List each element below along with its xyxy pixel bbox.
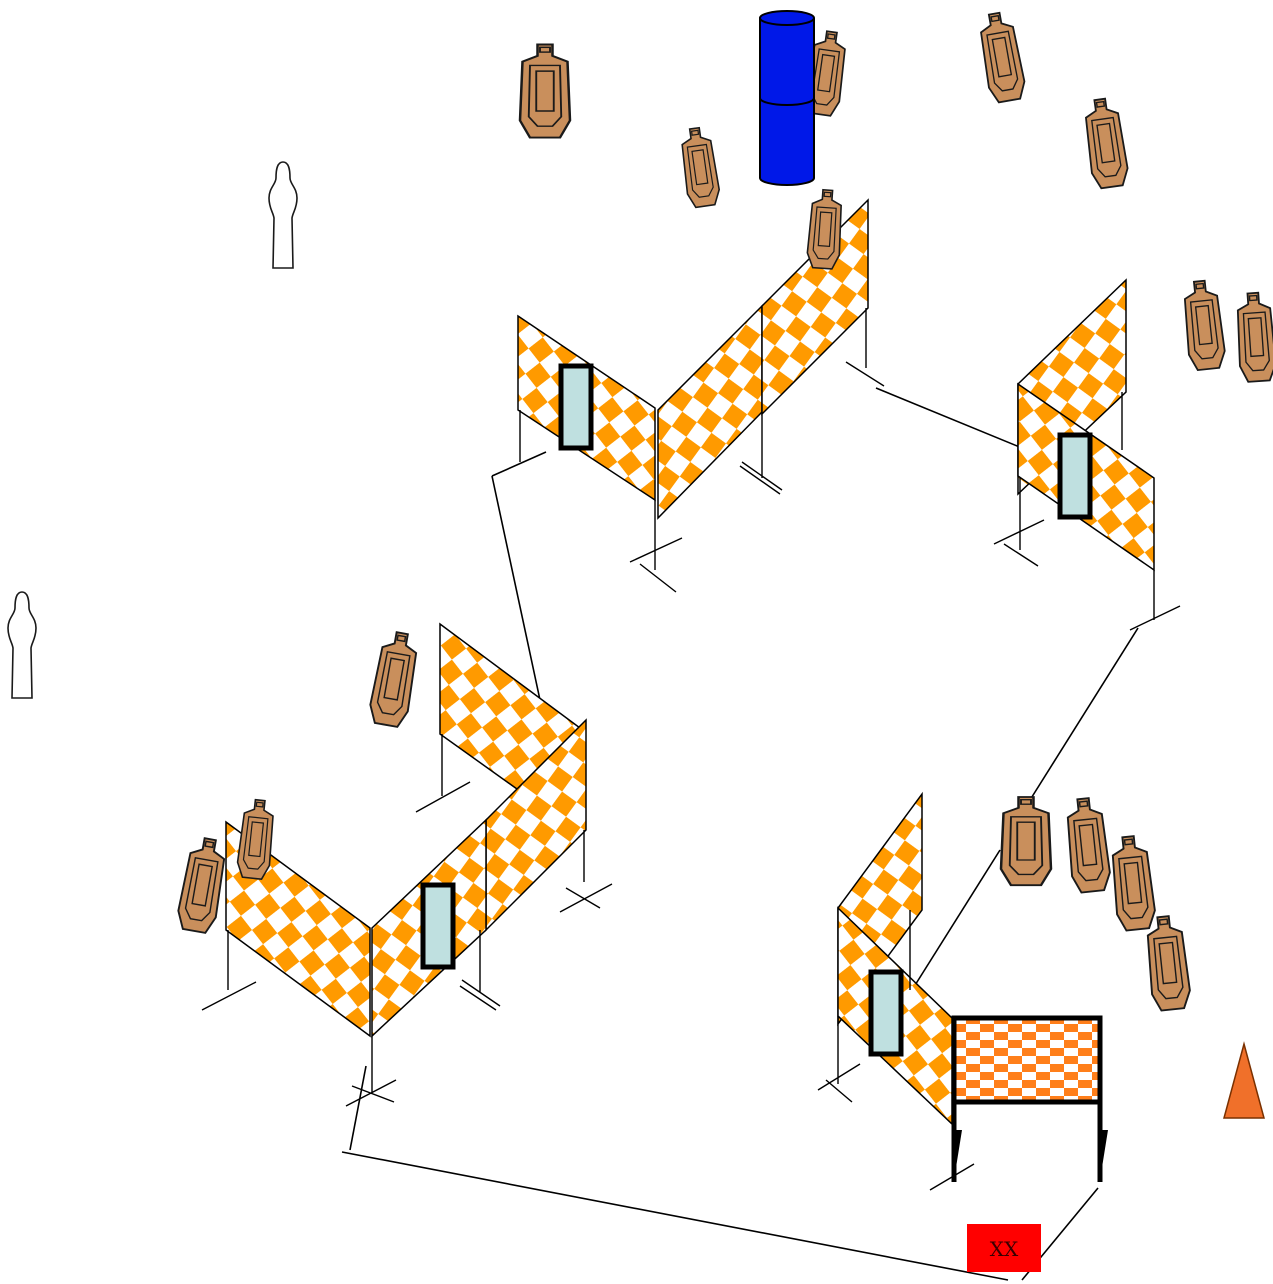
paper-target-icon: [1109, 835, 1157, 932]
fault-line: [912, 850, 1000, 990]
start-position-box: XX: [967, 1224, 1041, 1272]
no-shoot-target-icon: [269, 162, 297, 268]
paper-target-icon: [976, 11, 1027, 104]
wall-group-right: [994, 280, 1180, 630]
low-barricade: [930, 1018, 1108, 1190]
fault-line: [342, 1152, 1008, 1280]
paper-target-icon: [520, 44, 570, 137]
shooting-port: [423, 885, 453, 967]
start-box-label: XX: [990, 1237, 1019, 1261]
fault-line: [492, 476, 540, 700]
paper-target-icon: [367, 630, 421, 728]
shooting-port: [1060, 435, 1090, 517]
steel-barrel-icon: [760, 11, 814, 185]
wall-group-bottom-right: [818, 794, 1108, 1190]
fault-line: [350, 1066, 366, 1150]
paper-target-icon: [1235, 292, 1273, 382]
fault-line: [1030, 628, 1138, 800]
paper-target-icon: [806, 189, 843, 269]
traffic-cone-icon: [1224, 1044, 1264, 1118]
paper-target-icon: [1144, 915, 1192, 1012]
no-shoot-target-icon: [8, 592, 36, 698]
paper-target-icon: [175, 836, 229, 934]
paper-target-icon: [1064, 797, 1112, 894]
paper-target-icon: [1181, 279, 1226, 370]
shooting-port: [561, 366, 591, 448]
shooting-port: [871, 972, 901, 1054]
vision-barrier-wall: [658, 306, 762, 518]
paper-target-icon: [679, 126, 722, 208]
paper-target-icon: [1082, 97, 1130, 189]
paper-target-icon: [1001, 797, 1051, 885]
fault-line: [876, 388, 1022, 448]
fault-line: [492, 452, 546, 476]
